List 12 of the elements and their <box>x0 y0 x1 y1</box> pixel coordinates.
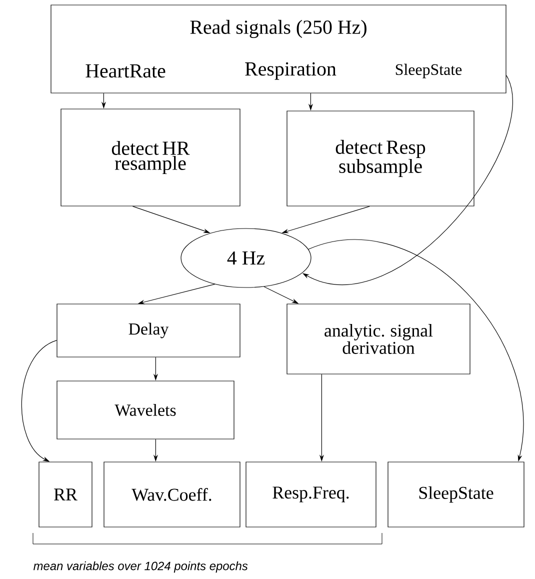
process-box: detect HR resample <box>60 108 240 206</box>
process-box: analytic. signal derivation <box>286 304 470 374</box>
process-box: Wavelets <box>56 380 234 440</box>
output-box: Wav.Coeff. <box>104 462 240 528</box>
process-box: Delay <box>56 304 240 358</box>
output-box: SleepState <box>388 462 524 528</box>
output-box: RR <box>38 462 92 528</box>
caption: mean variables over 1024 points epochs <box>34 561 248 573</box>
process-box: Read signals (250 Hz) HeartRate Respiration SleepState <box>50 4 506 94</box>
output-box: Resp.Freq. <box>246 462 376 528</box>
process-box: detect Resp subsample <box>286 110 474 206</box>
arrow <box>22 340 57 462</box>
